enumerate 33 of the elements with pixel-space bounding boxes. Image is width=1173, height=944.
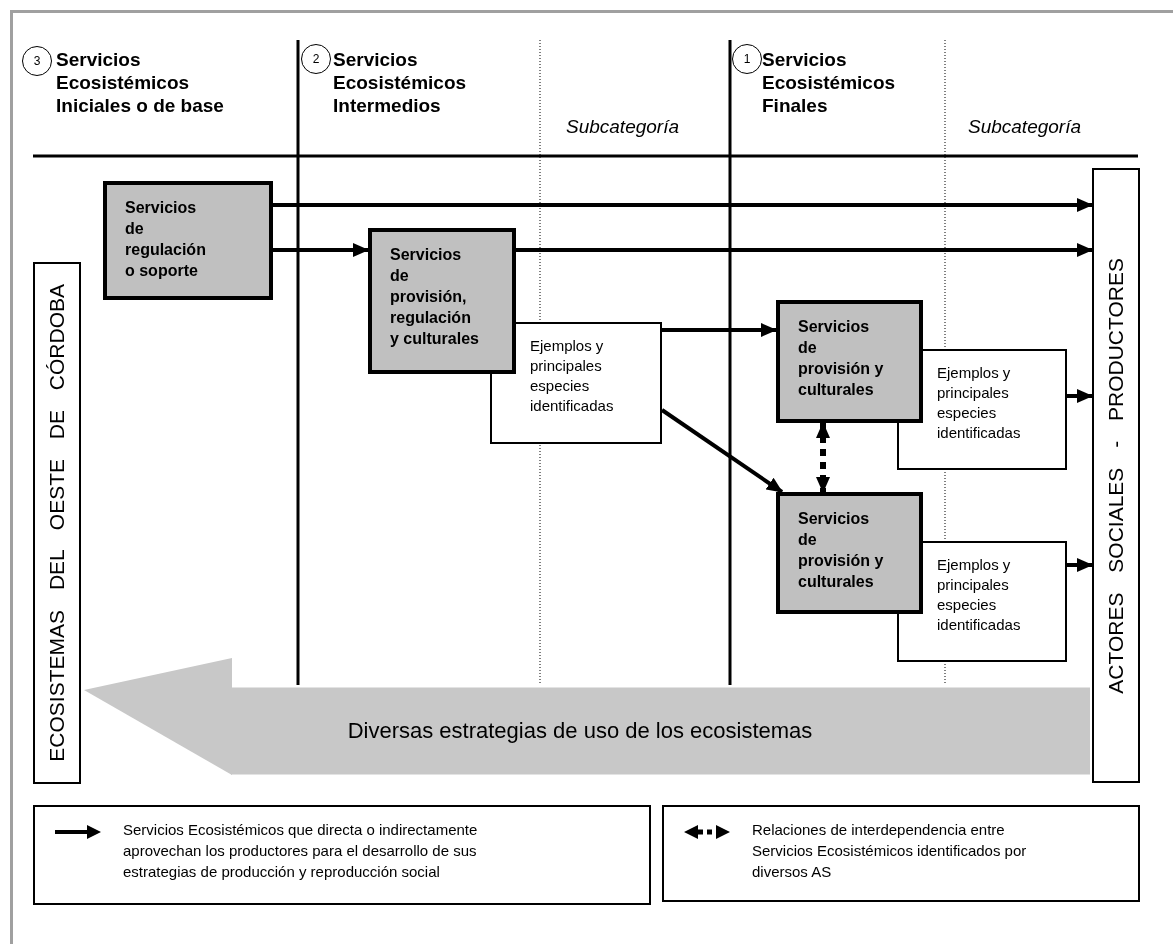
column-subheading: Subcategoría [566, 116, 680, 138]
column-subheading: Subcategoría [968, 116, 1082, 138]
box-text: Ejemplos y principales especies identificadas [530, 336, 615, 416]
example-box [490, 322, 662, 444]
box-text: Ejemplos y principales especies identificadas [937, 555, 1022, 635]
service-box [776, 492, 923, 614]
arrow [273, 198, 1093, 212]
vertical-label: ECOSISTEMAS DEL OESTE DE CÓRDOBA [45, 284, 69, 762]
side-panel [33, 262, 81, 784]
legend-text: Servicios Ecosistémicos que directa o indirectamente aprovechan los productores para el desarrollo de sus estrategias de producción y reproducción social [123, 820, 479, 882]
legend-text: Relaciones de interdependencia entre Servicios Ecosistémicos identificados por diversos AS [752, 820, 1028, 882]
double-arrow [816, 422, 830, 493]
box-text: Servicios de regulación o soporte [125, 198, 207, 281]
example-box [897, 541, 1067, 662]
column-heading: Servicios Ecosistémicos Iniciales o de base [56, 48, 225, 117]
service-box [103, 181, 273, 300]
arrow [662, 323, 777, 337]
example-box [897, 349, 1067, 470]
arrow [1067, 558, 1093, 572]
side-panel [1092, 168, 1140, 783]
column-heading: Servicios Ecosistémicos Intermedios [333, 48, 468, 117]
service-box [368, 228, 516, 374]
box-text: Ejemplos y principales especies identificadas [937, 363, 1022, 443]
edge-label: Diversas estrategias de uso de los ecosistemas [346, 718, 814, 744]
box-text: Servicios de provisión y culturales [798, 509, 885, 592]
box-text: Servicios de provisión, regulación y culturales [390, 245, 480, 349]
service-box [776, 300, 923, 423]
arrow [516, 243, 1093, 257]
arrow [1067, 389, 1093, 403]
column-heading: Servicios Ecosistémicos Finales [762, 48, 897, 117]
vertical-label: ACTORES SOCIALES - PRODUCTORES [1104, 257, 1128, 694]
arrow [273, 243, 369, 257]
box-text: Servicios de provisión y culturales [798, 317, 885, 400]
